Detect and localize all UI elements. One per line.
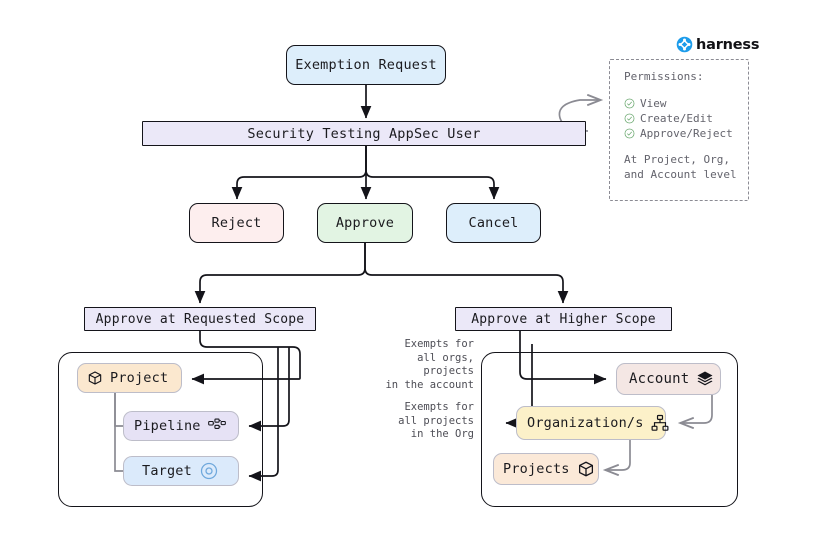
pipeline-nodes-icon [207,418,226,434]
node-label: Project [110,370,169,386]
target-circle-icon [199,461,219,481]
node-project[interactable]: Project [77,363,182,393]
check-circle-icon [624,128,635,139]
node-label: Account [629,371,690,387]
scope-approve-at-requested[interactable]: Approve at Requested Scope [84,307,316,331]
permission-label: Approve/Reject [640,126,733,140]
node-target[interactable]: Target [123,456,239,486]
node-appsec-user[interactable]: Security Testing AppSec User [142,121,586,146]
higher-scope-group [481,352,738,507]
node-label: Approve [335,215,395,231]
node-pipeline[interactable]: Pipeline [123,411,239,441]
permission-item-create-edit: Create/Edit [624,111,748,126]
action-cancel[interactable]: Cancel [446,203,541,243]
node-label: Target [142,463,192,479]
node-label: Security Testing AppSec User [247,125,481,142]
cube-icon [577,460,595,478]
action-approve[interactable]: Approve [317,203,413,243]
harness-wordmark: harness [696,36,760,53]
node-label: Approve at Requested Scope [95,311,305,327]
permissions-panel: Permissions: View Create/Edit [609,59,749,201]
node-account[interactable]: Account [616,363,721,395]
node-label: Exemption Request [295,57,437,73]
cube-icon [87,370,103,386]
node-projects[interactable]: Projects [493,453,599,485]
layers-icon [696,370,714,388]
sitemap-icon [651,414,669,432]
requested-scope-group [58,352,263,507]
edge-label-org-exempt: Exempts for all projects in the Org [398,401,474,440]
node-label: Organization/s [527,415,644,431]
harness-diamond-icon [676,36,693,53]
edge-label-account-exempt: Exempts for all orgs, projects in the ac… [385,338,474,391]
permission-item-view: View [624,96,748,111]
permission-item-approve-reject: Approve/Reject [624,126,748,141]
check-circle-icon [624,113,635,124]
action-reject[interactable]: Reject [189,203,284,243]
node-label: Projects [503,461,570,477]
node-label: Cancel [468,215,519,231]
scope-approve-at-higher[interactable]: Approve at Higher Scope [455,307,672,331]
node-organizations[interactable]: Organization/s [516,406,669,440]
permission-label: Create/Edit [640,111,713,125]
permissions-title: Permissions: [624,70,704,83]
harness-logo: harness [676,36,759,53]
permissions-scope-note: At Project, Org, and Account level [624,153,737,181]
permission-label: View [640,96,667,110]
node-label: Reject [211,215,262,231]
node-label: Approve at Higher Scope [471,311,656,327]
node-label: Pipeline [134,418,201,434]
node-exemption-request[interactable]: Exemption Request [286,45,446,85]
check-circle-icon [624,98,635,109]
